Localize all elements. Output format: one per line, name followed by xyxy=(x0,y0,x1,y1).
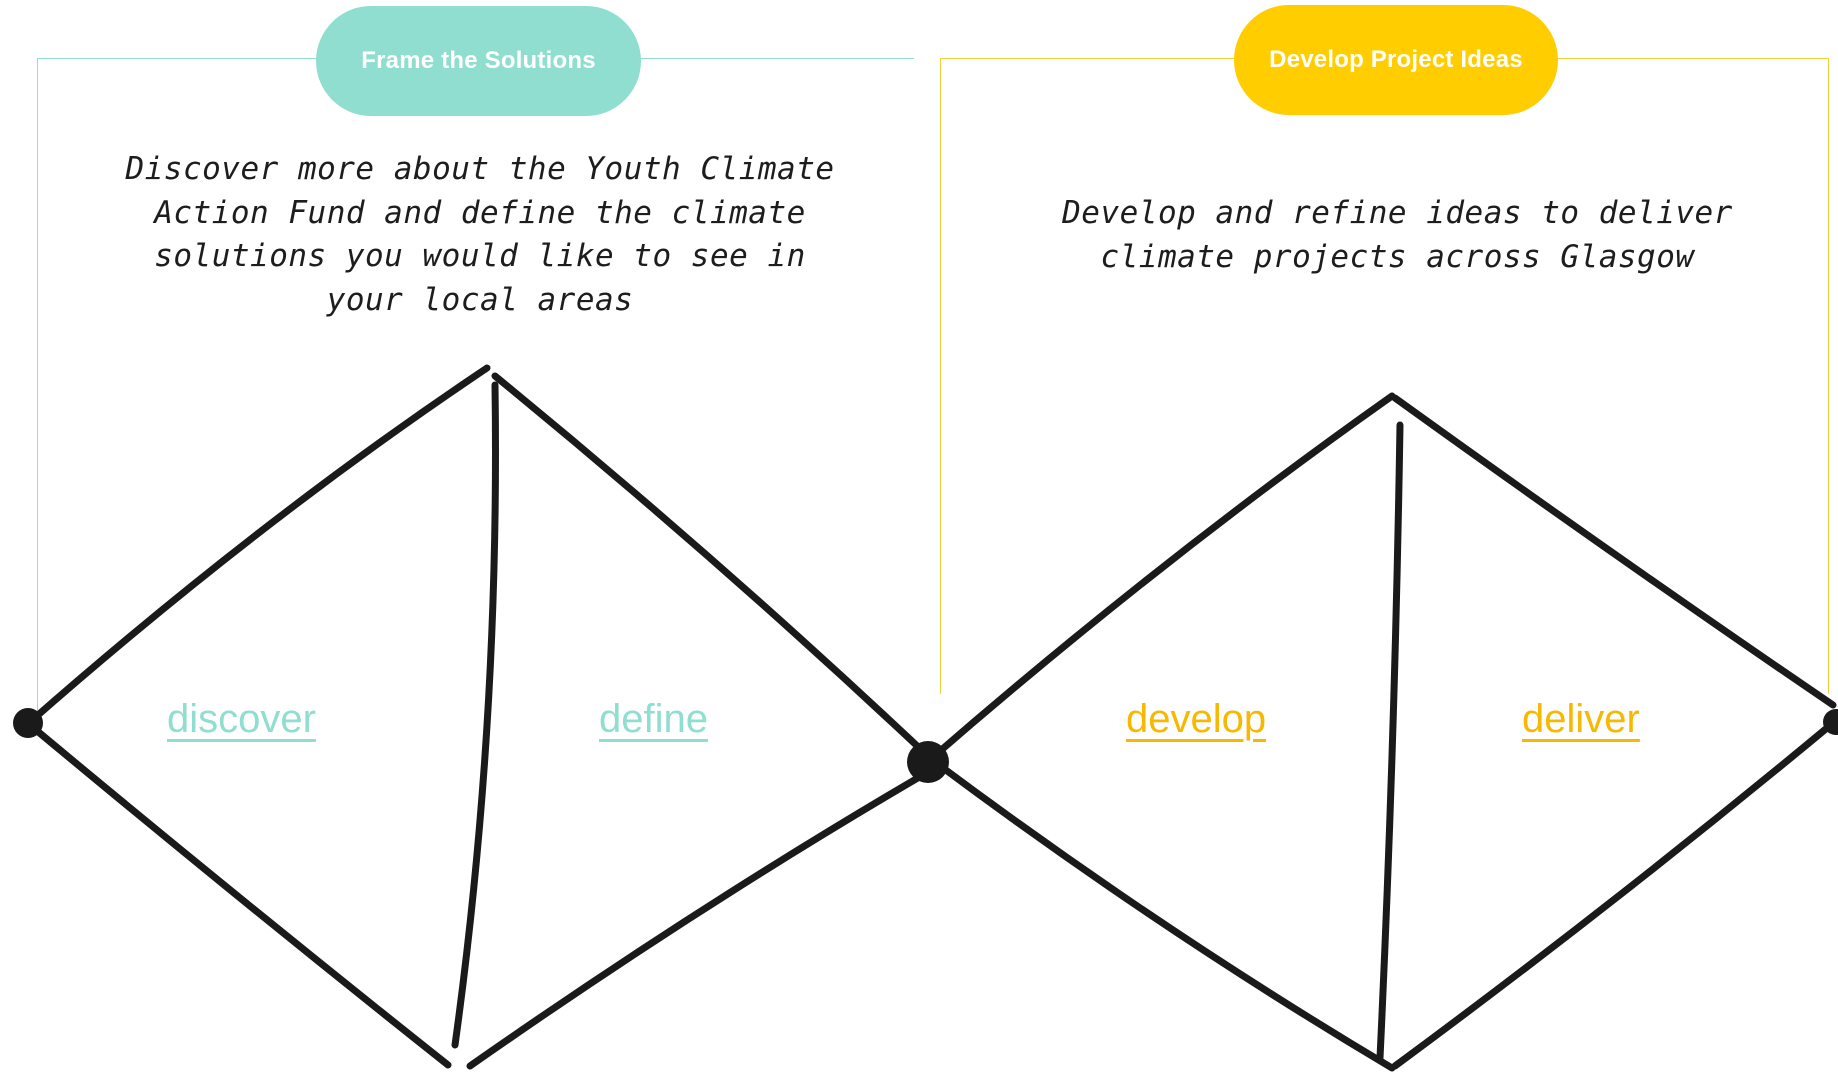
diamond-1-divider xyxy=(451,381,499,1049)
middle-node xyxy=(907,741,949,783)
discover-link[interactable]: discover xyxy=(167,697,316,741)
diamond-2-bottom-right-edge xyxy=(1391,719,1837,1070)
diamond-1-top-left-edge xyxy=(26,364,491,726)
diamond-1-bottom-left-edge xyxy=(26,721,452,1069)
diamond-1-bottom-right-edge xyxy=(466,768,932,1070)
frame-solutions-description: Discover more about the Youth Climate Ac… xyxy=(125,151,835,318)
develop-ideas-button[interactable]: Develop Project Ideas xyxy=(1234,5,1558,115)
deliver-link[interactable]: deliver xyxy=(1522,697,1640,741)
develop-ideas-description: Develop and refine ideas to deliver clim… xyxy=(1062,195,1733,275)
define-link[interactable]: define xyxy=(599,697,708,741)
end-node xyxy=(1823,709,1838,735)
start-node xyxy=(13,708,43,738)
frame-solutions-button[interactable]: Frame the Solutions xyxy=(316,6,641,116)
diamond-2-bottom-left-edge xyxy=(931,758,1396,1072)
diamond-1-top-right-edge xyxy=(491,372,934,762)
diamond-2-divider xyxy=(1376,421,1404,1062)
diamond-2-top-left-edge xyxy=(928,392,1396,762)
develop-link[interactable]: develop xyxy=(1126,697,1267,741)
diamond-2-top-right-edge xyxy=(1391,394,1837,709)
